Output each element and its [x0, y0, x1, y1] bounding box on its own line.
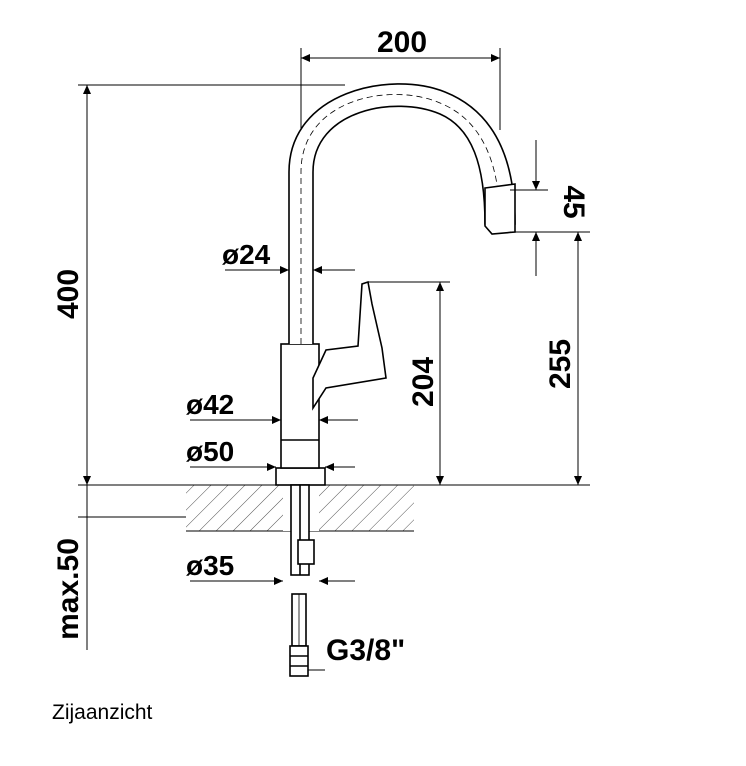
base-diameter-label: ø50: [186, 436, 234, 467]
spout-tube: [288, 83, 516, 344]
faucet: [275, 83, 516, 677]
caption: Zijaanzicht: [52, 701, 153, 724]
spout-diameter-label: ø24: [222, 239, 271, 270]
dimension-lines: [78, 48, 590, 671]
spray-head: [484, 183, 516, 235]
body-diameter-label: ø42: [186, 389, 234, 420]
total-height-label: 400: [52, 269, 85, 319]
reach-label: 200: [377, 26, 427, 59]
lever-height-label: 204: [407, 357, 440, 407]
mounting-nut: [297, 539, 315, 565]
max-thickness-label: max.50: [52, 538, 85, 640]
lever-handle: [312, 280, 387, 411]
spout-centerline: [300, 94, 501, 344]
connection-label: G3/8": [326, 634, 405, 667]
base-plate: [275, 467, 326, 486]
spout-drop-label: 45: [557, 185, 590, 218]
spout-height-label: 255: [544, 339, 577, 389]
hose-connector: [289, 645, 309, 677]
hole-diameter-label: ø35: [186, 550, 234, 581]
